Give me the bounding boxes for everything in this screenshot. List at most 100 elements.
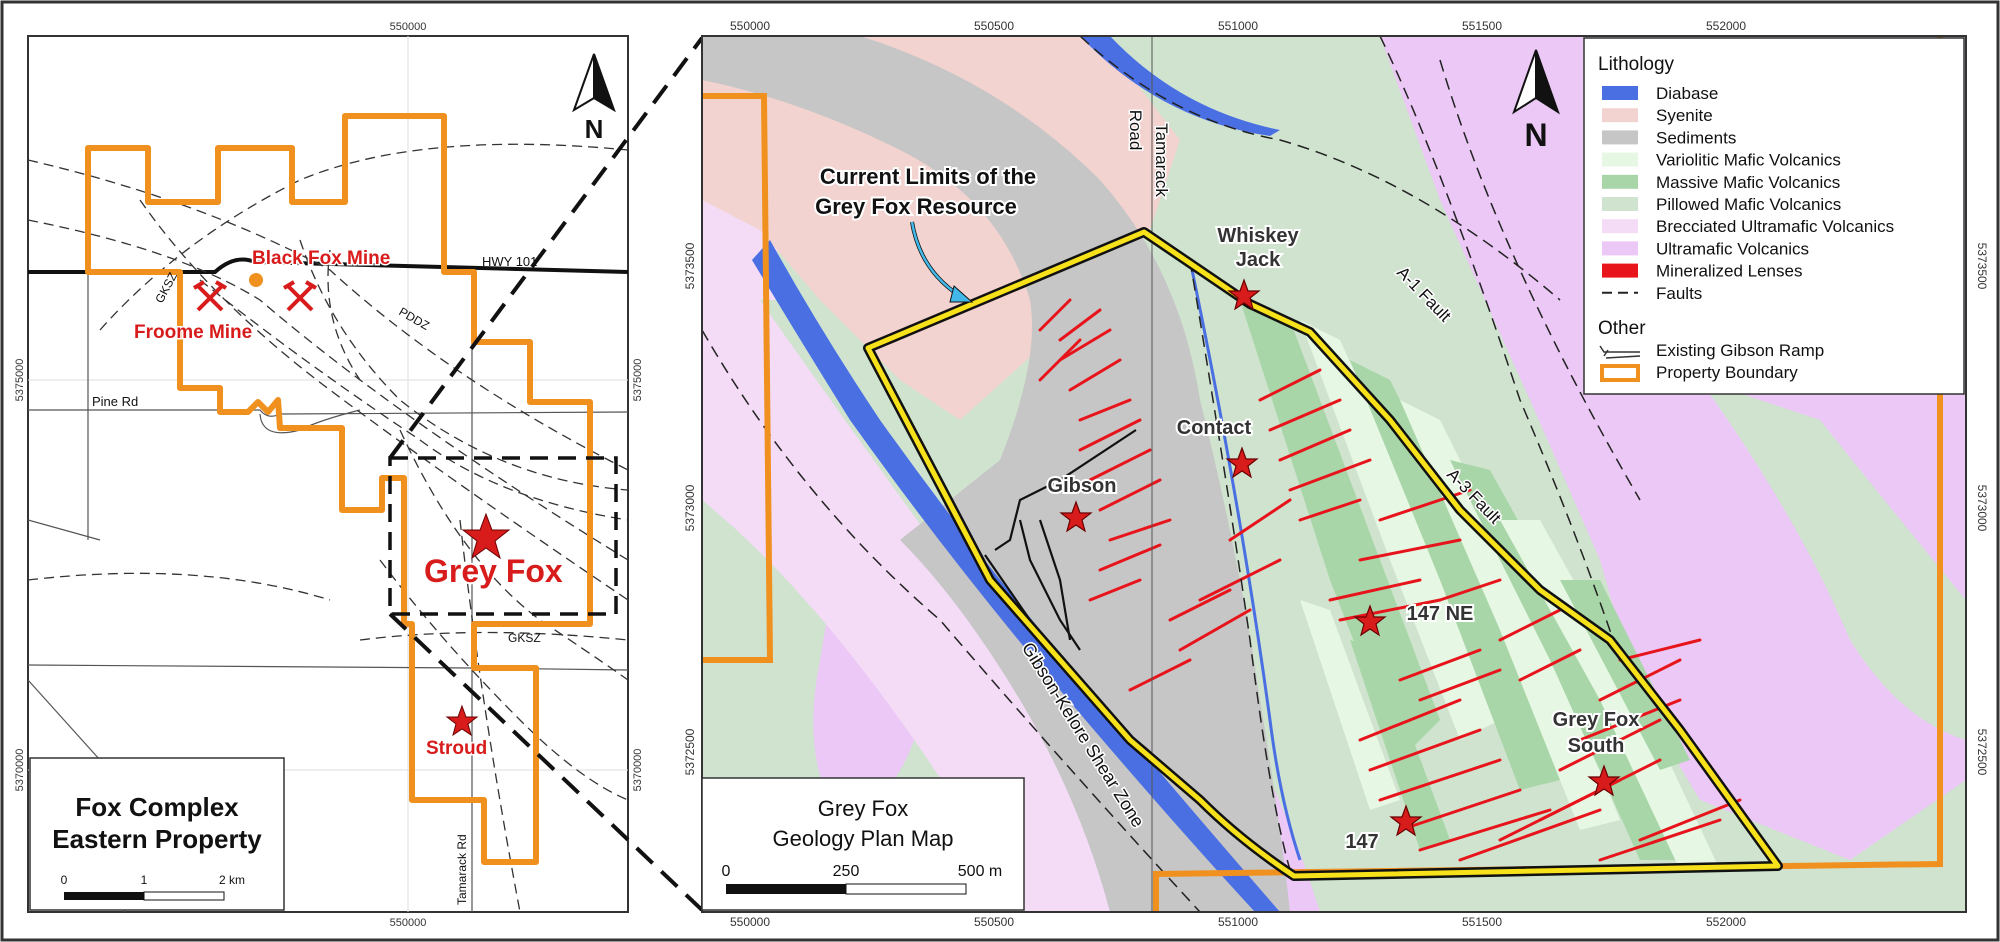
right-coord-bottom-1: 550500: [974, 915, 1014, 929]
left-coord-top: 550000: [390, 21, 427, 33]
road-label-word1: Road: [1126, 110, 1145, 151]
callout-line1: Current Limits of the: [820, 164, 1036, 189]
right-scale-0: 0: [722, 863, 731, 880]
legend-title: Lithology: [1598, 54, 1675, 75]
legend-swatch: [1602, 108, 1638, 123]
legend-ramp-label: Existing Gibson Ramp: [1656, 341, 1824, 360]
contact-star-icon: [1225, 446, 1259, 479]
gksz-lower-label: GKSZ: [508, 631, 541, 645]
legend-item-label: Syenite: [1656, 106, 1713, 125]
legend-item-label: Variolitic Mafic Volcanics: [1656, 151, 1841, 170]
left-title-line2: Eastern Property: [52, 824, 262, 854]
black-fox-mine-label: Black Fox Mine: [252, 248, 390, 269]
grey-fox-label: Grey Fox: [424, 553, 563, 589]
stroud-label: Stroud: [426, 738, 487, 759]
whiskey-jack-label-line2: Jack: [1236, 249, 1281, 271]
left-north-label: N: [585, 114, 604, 144]
right-coord-left-1: 5373000: [683, 484, 697, 531]
grey-fox-star-icon: [461, 512, 511, 560]
right-scale-2: 500 m: [958, 863, 1002, 880]
right-title-line1: Grey Fox: [818, 796, 908, 821]
left-faults: [28, 143, 628, 912]
legend-item-label: Sediments: [1656, 128, 1736, 147]
mine-hammer-icon: [192, 280, 228, 312]
left-coord-left-lower: 5370000: [14, 749, 26, 792]
right-map: N Road Tamarack A-1 Fault A-3 Fault Gibs…: [683, 19, 1989, 929]
right-coord-top-2: 551000: [1218, 19, 1258, 33]
hwy-label: HWY 101: [482, 254, 537, 269]
legend: Lithology DiabaseSyeniteSedimentsVarioli…: [1583, 37, 1965, 395]
whiskey-jack-star-icon: [1227, 278, 1261, 311]
legend-other-title: Other: [1598, 318, 1646, 339]
left-coord-bottom: 550000: [390, 917, 427, 929]
right-coord-bottom-3: 551500: [1462, 915, 1502, 929]
147-star-icon: [1389, 804, 1423, 837]
right-property-boundary-west: [702, 93, 774, 663]
legend-item-label: Brecciated Ultramafic Volcanics: [1656, 217, 1894, 236]
right-coord-top-1: 550500: [974, 19, 1014, 33]
right-scale-1: 250: [833, 863, 860, 880]
right-coord-left-2: 5372500: [683, 728, 697, 775]
legend-swatch: [1602, 130, 1638, 145]
right-coord-left-0: 5373500: [683, 242, 697, 289]
property-boundary: [85, 113, 593, 865]
inset-connector-top: [388, 36, 704, 460]
left-north-arrow-icon: [572, 53, 616, 113]
left-title-box: Fox Complex Eastern Property 0 1 2 km: [29, 757, 285, 911]
stroud-star-icon: [445, 704, 479, 737]
legend-swatch: [1602, 197, 1638, 211]
147-label: 147: [1345, 831, 1378, 853]
mine-hammer-icon: [282, 280, 318, 312]
pine-rd-label: Pine Rd: [92, 394, 138, 409]
gibson-label: Gibson: [1048, 475, 1117, 497]
right-coord-right-2: 5372500: [1975, 729, 1989, 776]
froome-mine-label: Froome Mine: [134, 322, 252, 343]
legend-swatch: [1602, 241, 1638, 256]
black-fox-mine-marker: [249, 273, 263, 287]
legend-item-label: Mineralized Lenses: [1656, 262, 1802, 281]
resource-limits-boundary: [865, 229, 1781, 879]
legend-item-label: Massive Mafic Volcanics: [1656, 173, 1840, 192]
inset-extent-box: [388, 456, 618, 616]
right-map-frame: [701, 35, 1967, 913]
legend-ramp-icon: [1599, 345, 1641, 359]
legend-boundary-label: Property Boundary: [1656, 363, 1798, 382]
left-coord-left-upper: 5375000: [14, 359, 26, 402]
right-title-box: Grey Fox Geology Plan Map 0 250 500 m: [701, 777, 1025, 911]
legend-swatch: [1602, 174, 1638, 189]
left-scale-2: 2 km: [219, 873, 245, 887]
147-ne-star-icon: [1353, 604, 1387, 637]
left-coord-right-upper: 5375000: [632, 359, 644, 402]
callout-line2: Grey Fox Resource: [815, 194, 1017, 219]
right-coord-top-3: 551500: [1462, 19, 1502, 33]
left-coord-right-lower: 5370000: [632, 749, 644, 792]
147-ne-label: 147 NE: [1407, 603, 1474, 625]
right-coord-top-4: 552000: [1706, 19, 1746, 33]
right-coord-bottom-4: 552000: [1706, 915, 1746, 929]
right-coord-right-0: 5373500: [1975, 243, 1989, 290]
legend-swatch: [1602, 263, 1638, 278]
gibson-star-icon: [1059, 500, 1093, 533]
contact-label: Contact: [1177, 417, 1252, 439]
right-north-arrow-icon: [1512, 49, 1560, 115]
road-label-word2: Tamarack: [1152, 123, 1171, 197]
legend-item-label: Faults: [1656, 284, 1702, 303]
right-coord-bottom-0: 550000: [730, 915, 770, 929]
hwy-101-road: [28, 257, 628, 274]
legend-swatch: [1602, 152, 1638, 167]
right-north-label: N: [1524, 117, 1547, 153]
grey-fox-south-label-line2: South: [1568, 735, 1625, 757]
grey-fox-south-label-line1: Grey Fox: [1553, 709, 1640, 731]
right-coord-bottom-2: 551000: [1218, 915, 1258, 929]
callout-arrow: [910, 221, 961, 298]
right-coord-right-1: 5373000: [1975, 485, 1989, 532]
mineralized-lenses: [1038, 298, 1742, 862]
inset-connector-bottom: [388, 612, 704, 912]
left-map: N HWY 101 Pine Rd Tamarack Rd GKSZ PDDZ …: [14, 21, 644, 929]
legend-swatch: [1602, 86, 1638, 100]
left-title-line1: Fox Complex: [75, 792, 239, 822]
legend-item-label: Ultramafic Volcanics: [1656, 239, 1809, 258]
legend-item-label: Pillowed Mafic Volcanics: [1656, 195, 1841, 214]
tamarack-rd-label: Tamarack Rd: [455, 834, 469, 905]
